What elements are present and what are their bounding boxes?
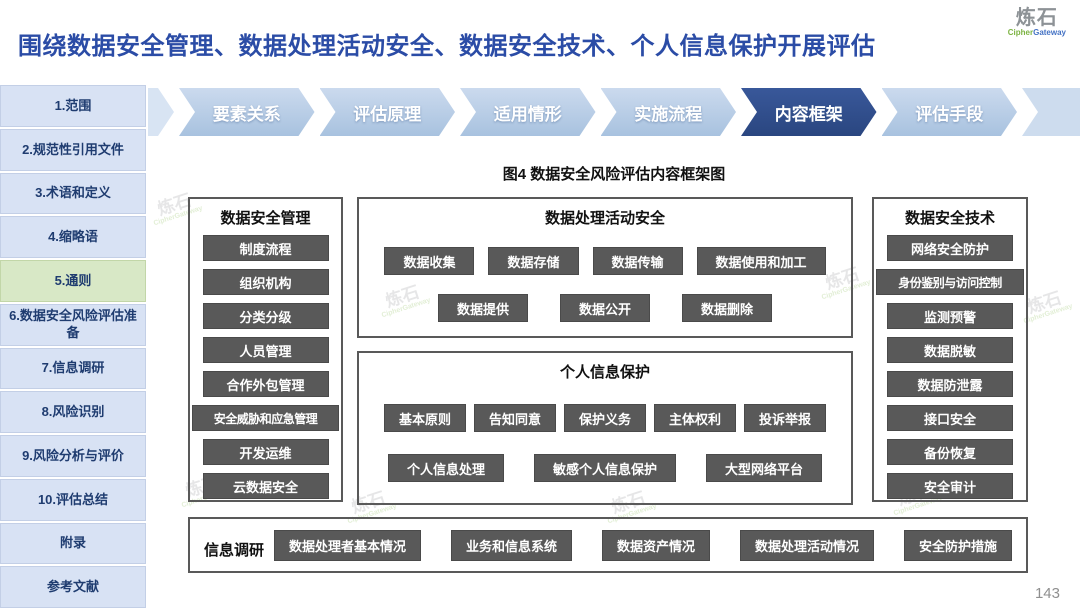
survey-item-row: 数据处理者基本情况业务和信息系统数据资产情况数据处理活动情况安全防护措施 bbox=[274, 529, 1012, 561]
tab-segment[interactable]: 评估原理 bbox=[320, 88, 456, 136]
diagram-item: 数据传输 bbox=[592, 247, 683, 275]
diagram-item: 网络安全防护 bbox=[887, 235, 1013, 261]
diagram-item: 数据公开 bbox=[559, 294, 650, 322]
sidebar-item[interactable]: 9.风险分析与评价 bbox=[0, 435, 146, 477]
personal-info-row-1: 基本原则告知同意保护义务主体权利投诉举报 bbox=[359, 404, 851, 432]
information-survey-box: 信息调研 数据处理者基本情况业务和信息系统数据资产情况数据处理活动情况安全防护措… bbox=[188, 517, 1028, 573]
sidebar-item[interactable]: 10.评估总结 bbox=[0, 478, 146, 521]
diagram-item: 安全审计 bbox=[887, 473, 1013, 499]
chevron-lead-shape bbox=[148, 88, 174, 136]
diagram-item: 分类分级 bbox=[202, 303, 329, 329]
diagram-item: 大型网络平台 bbox=[706, 454, 823, 482]
diagram-item: 备份恢复 bbox=[887, 439, 1013, 465]
diagram-item: 数据收集 bbox=[384, 247, 475, 275]
header: 围绕数据安全管理、数据处理活动安全、数据安全技术、个人信息保护开展评估 炼石 C… bbox=[0, 0, 1080, 84]
box-title: 个人信息保护 bbox=[559, 364, 650, 381]
box-title: 数据安全技术 bbox=[904, 210, 995, 227]
logo-cipher: Cipher bbox=[1007, 28, 1034, 37]
diagram-item: 数据存储 bbox=[488, 247, 579, 275]
diagram-item: 组织机构 bbox=[202, 269, 329, 295]
tab-segment[interactable]: 内容框架 bbox=[741, 88, 877, 136]
tab-segment[interactable]: 实施流程 bbox=[601, 88, 737, 136]
diagram-item: 告知同意 bbox=[473, 404, 556, 432]
page-title: 围绕数据安全管理、数据处理活动安全、数据安全技术、个人信息保护开展评估 bbox=[18, 33, 876, 60]
sidebar-item[interactable]: 5.通则 bbox=[0, 260, 146, 302]
box-title: 信息调研 bbox=[204, 541, 265, 559]
diagram-item: 开发运维 bbox=[202, 439, 329, 465]
tab-segment[interactable]: 评估手段 bbox=[882, 88, 1018, 136]
diagram-item: 安全防护措施 bbox=[903, 529, 1012, 561]
sidebar-item[interactable]: 7.信息调研 bbox=[0, 347, 146, 390]
logo-subtitle: CipherGateway bbox=[1007, 28, 1066, 38]
box-title: 数据处理活动安全 bbox=[544, 210, 665, 227]
diagram-item: 敏感个人信息保护 bbox=[533, 454, 676, 482]
sidebar-item[interactable]: 6.数据安全风险评估准备 bbox=[0, 303, 146, 346]
chevron-tail-shape bbox=[1022, 88, 1080, 136]
diagram-item: 制度流程 bbox=[202, 235, 329, 261]
diagram-item: 云数据安全 bbox=[202, 473, 329, 499]
diagram-item: 数据资产情况 bbox=[601, 529, 710, 561]
sidebar-item[interactable]: 4.缩略语 bbox=[0, 216, 146, 258]
cipher-gateway-logo: 炼石 CipherGateway bbox=[1008, 7, 1066, 38]
diagram-item: 接口安全 bbox=[887, 405, 1013, 431]
sidebar-item[interactable]: 附录 bbox=[0, 522, 146, 565]
diagram-item: 数据处理活动情况 bbox=[739, 529, 874, 561]
data-processing-security-box: 数据处理活动安全 数据收集数据存储数据传输数据使用和加工 数据提供 数据公开 数据删… bbox=[357, 197, 853, 338]
sidebar-item[interactable]: 参考文献 bbox=[0, 566, 146, 608]
diagram-item: 个人信息处理 bbox=[387, 454, 504, 482]
diagram-item: 主体权利 bbox=[654, 404, 737, 432]
sidebar-item[interactable]: 1.范围 bbox=[0, 85, 146, 127]
diagram-item: 合作外包管理 bbox=[202, 371, 329, 397]
logo-name: 炼石 bbox=[1015, 7, 1058, 29]
diagram-item: 基本原则 bbox=[383, 404, 466, 432]
tab-segment[interactable]: 适用情形 bbox=[460, 88, 596, 136]
data-security-management-box: 数据安全管理 制度流程组织机构分类分级人员管理合作外包管理安全威胁和应急管理开发… bbox=[188, 197, 343, 502]
section-tabs: 要素关系评估原理适用情形实施流程内容框架评估手段 bbox=[148, 88, 1080, 136]
figure-caption: 图4 数据安全风险评估内容框架图 bbox=[502, 166, 726, 183]
left-item-list: 制度流程组织机构分类分级人员管理合作外包管理安全威胁和应急管理开发运维云数据安全 bbox=[190, 235, 341, 499]
sidebar-item[interactable]: 2.规范性引用文件 bbox=[0, 128, 146, 171]
diagram-item: 监测预警 bbox=[887, 303, 1013, 329]
data-security-technology-box: 数据安全技术 网络安全防护身份鉴别与访问控制监测预警数据脱敏数据防泄露接口安全备… bbox=[872, 197, 1028, 502]
logo-gateway: Gateway bbox=[1033, 28, 1066, 37]
box-title: 数据安全管理 bbox=[220, 210, 311, 227]
processing-row-2: 数据提供 数据公开 数据删除 bbox=[359, 294, 851, 322]
diagram-item: 业务和信息系统 bbox=[451, 529, 573, 561]
sidebar-item[interactable]: 8.风险识别 bbox=[0, 391, 146, 433]
diagram-item: 数据提供 bbox=[437, 294, 528, 322]
diagram-item: 安全威胁和应急管理 bbox=[192, 405, 339, 431]
diagram-item: 数据防泄露 bbox=[887, 371, 1013, 397]
diagram-item: 数据删除 bbox=[682, 294, 773, 322]
processing-row-1: 数据收集数据存储数据传输数据使用和加工 bbox=[359, 247, 851, 275]
diagram-item: 数据脱敏 bbox=[887, 337, 1013, 363]
sidebar-item[interactable]: 3.术语和定义 bbox=[0, 172, 146, 215]
diagram-item: 数据使用和加工 bbox=[696, 247, 826, 275]
diagram-item: 投诉举报 bbox=[744, 404, 827, 432]
diagram-item: 人员管理 bbox=[202, 337, 329, 363]
right-item-list: 网络安全防护身份鉴别与访问控制监测预警数据脱敏数据防泄露接口安全备份恢复安全审计 bbox=[874, 235, 1026, 499]
diagram-item: 身份鉴别与访问控制 bbox=[876, 269, 1024, 295]
diagram-item: 保护义务 bbox=[563, 404, 646, 432]
diagram-item: 数据处理者基本情况 bbox=[274, 529, 422, 561]
page-number: 143 bbox=[1034, 585, 1060, 602]
personal-info-protection-box: 个人信息保护 基本原则告知同意保护义务主体权利投诉举报 个人信息处理 敏感个人信息… bbox=[357, 351, 853, 505]
personal-info-row-2: 个人信息处理 敏感个人信息保护 大型网络平台 bbox=[359, 454, 851, 482]
tab-segment[interactable]: 要素关系 bbox=[179, 88, 315, 136]
